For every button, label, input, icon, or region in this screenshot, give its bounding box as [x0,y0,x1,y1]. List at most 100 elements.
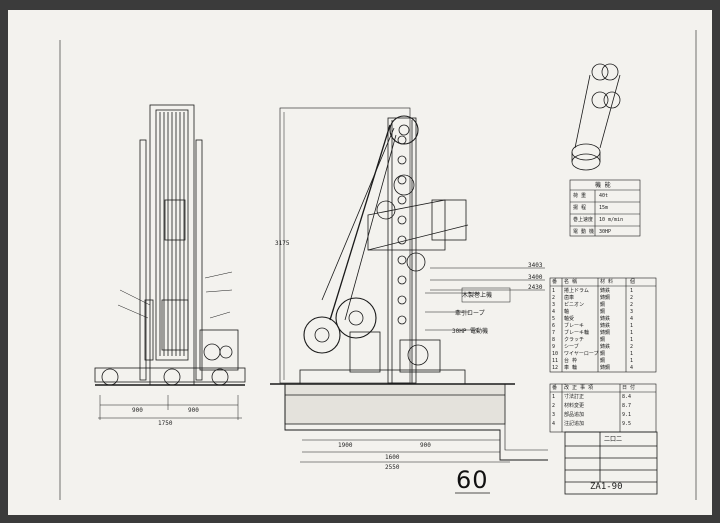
callout-rope: 牽引ロープ [455,310,485,317]
parts-cell: 9 [552,344,556,350]
parts-cell: クラッチ [564,337,585,343]
parts-cell: 鋳鉄 [600,288,611,294]
dim-level-a: 3403 [528,262,543,269]
dim-level-b: 3400 [528,274,543,281]
parts-cell: ブレーキ輪 [564,330,590,336]
parts-cell: 鋳鉄 [600,323,611,329]
parts-cell: 12 [552,365,559,371]
parts-cell: 1 [630,351,634,357]
dim-height: 3175 [275,240,290,247]
revision-cell: 8.7 [622,403,632,409]
parts-cell: 鋳鋼 [600,295,611,301]
title-block-sub: 二口二 [604,436,623,443]
parts-cell: シーブ [564,344,579,350]
pulley-detail-view [571,63,621,171]
parts-cell: 2 [630,295,634,301]
spec-row-label: 荷 重 [573,193,587,199]
revision-cell: 注記追加 [564,421,585,427]
parts-cell: 鋼 [600,351,606,357]
dim-right-a: 1900 [338,442,353,449]
parts-header-cell: 名 稱 [564,279,578,285]
parts-cell: 台 枠 [564,358,578,364]
parts-cell: 2 [630,344,634,350]
spec-row-value: 30HP [599,229,612,235]
revision-cell: 1 [552,394,556,400]
dim-level-c: 2430 [528,284,543,291]
spec-row-label: 電 動 機 [573,229,595,235]
parts-cell: 3 [552,302,556,308]
parts-cell: 軸 [564,309,570,315]
parts-table-frame [549,277,657,373]
parts-cell: 8 [552,337,556,343]
parts-cell: 1 [630,330,634,336]
parts-cell: 4 [630,316,634,322]
parts-cell: 鋳鋼 [600,330,611,336]
parts-cell: ブレーキ [564,323,585,329]
title-block-frame [564,431,658,495]
revision-header-cell: 改 正 事 項 [564,385,594,391]
parts-cell: ワイヤーロープ [564,351,599,357]
parts-cell: 鋳鋼 [600,365,611,371]
parts-cell: 10 [552,351,559,357]
parts-cell: 1 [630,358,634,364]
revision-cell: 寸法訂正 [564,394,585,400]
parts-cell: 4 [552,309,556,315]
parts-header-cell: 番 [552,279,558,285]
dim-right-c: 900 [420,442,431,449]
parts-cell: 捲上ドラム [564,288,589,294]
revision-cell: 3 [552,412,556,418]
parts-cell: 鋼 [600,358,606,364]
dim-right-total: 2550 [385,464,400,471]
revision-header-cell: 日 付 [622,385,636,391]
parts-cell: 1 [552,288,556,294]
revision-cell: 材料変更 [564,403,585,409]
callout-motor: 30HP 電動機 [452,328,489,335]
parts-cell: 軸受 [564,316,575,322]
sheet-number: 60 [456,466,489,494]
spec-row-label: 揚 程 [573,205,587,211]
parts-cell: 11 [552,358,559,364]
parts-cell: ピニオン [564,302,585,308]
dim-left-width: 1750 [158,420,173,427]
parts-cell: 2 [630,302,634,308]
dim-left-a: 900 [132,407,143,414]
parts-header-cell: 個 [630,279,636,285]
parts-cell: 1 [630,288,634,294]
parts-header-cell: 材 料 [600,279,614,285]
dim-left-b: 900 [188,407,199,414]
revision-cell: 9.5 [622,421,632,427]
spec-table-title: 機 能 [595,182,611,189]
parts-cell: 鋳鉄 [600,344,611,350]
revision-cell: 部品追加 [564,412,585,418]
parts-cell: 鋼 [600,309,606,315]
parts-cell: 5 [552,316,556,322]
callout-winch: 木製巻上機 [462,292,493,299]
spec-row-value: 15m [599,205,609,211]
parts-cell: 3 [630,309,634,315]
front-elevation-view [94,104,246,420]
revision-cell: 9.1 [622,412,632,418]
revision-cell: 4 [552,421,556,427]
parts-cell: 車 輪 [564,365,578,371]
parts-cell: 1 [630,337,634,343]
parts-cell: 4 [630,365,634,371]
parts-cell: 鋳鉄 [600,316,611,322]
spec-row-value: 10 m/min [599,217,624,223]
spec-row-label: 巻上速度 [573,217,594,223]
spec-table-frame [569,179,641,237]
revision-cell: 8.4 [622,394,632,400]
revision-cell: 2 [552,403,556,409]
parts-cell: 歯車 [564,295,575,301]
dim-right-b: 1600 [385,454,400,461]
parts-cell: 1 [630,323,634,329]
side-elevation-view [270,107,548,463]
parts-cell: 7 [552,330,556,336]
parts-cell: 6 [552,323,556,329]
parts-cell: 鋼 [600,337,606,343]
parts-cell: 鋼 [600,302,606,308]
title-block-number: ZA1-90 [590,482,623,492]
spec-row-value: 40t [599,193,609,199]
revision-header-cell: 番 [552,385,558,391]
parts-cell: 2 [552,295,556,301]
